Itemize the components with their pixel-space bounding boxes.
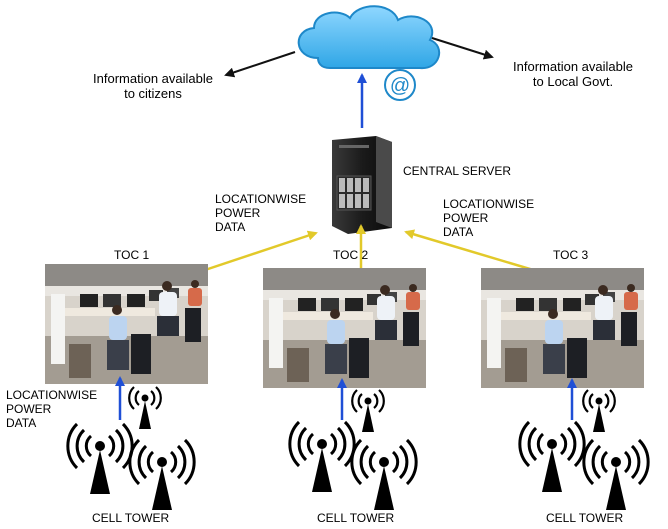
info-govt-label: Information available to Local Govt.	[513, 59, 633, 89]
toc3-label: TOC 3	[553, 248, 589, 262]
cell-tower-icon	[350, 438, 418, 512]
cell-tower-icon	[66, 422, 134, 496]
cell-tower-label-3: CELL TOWER	[546, 511, 624, 525]
central-server-label: CENTRAL SERVER	[403, 164, 512, 178]
at-sign-icon: @	[384, 69, 416, 101]
arrow-to-govt	[431, 37, 494, 60]
cell-tower-icon	[128, 385, 162, 431]
info-citizens-label: Information available to citizens	[93, 71, 213, 101]
cloud-icon	[297, 5, 441, 70]
cell-tower-icon	[582, 388, 616, 434]
toc1-label: TOC 1	[114, 248, 150, 262]
server-tower-icon	[332, 136, 392, 234]
cell-tower-icon	[582, 438, 650, 512]
cell-tower-label-1: CELL TOWER	[92, 511, 170, 525]
cell-tower-icon	[128, 438, 196, 512]
power-data-bottom-label: LOCATIONWISE POWER DATA	[6, 388, 98, 430]
toc2-label: TOC 2	[333, 248, 369, 262]
cell-tower-label-2: CELL TOWER	[317, 511, 395, 525]
arrow-to-citizens	[224, 51, 296, 78]
cell-tower-icon	[288, 420, 356, 494]
cell-tower-icon	[351, 388, 385, 434]
toc1-photo	[45, 264, 208, 384]
arrow-toc3-to-server	[404, 229, 541, 274]
toc3-photo	[481, 268, 644, 388]
toc2-photo	[263, 268, 426, 388]
svg-text:@: @	[390, 75, 410, 97]
power-data-left-label: LOCATIONWISE POWER DATA	[215, 192, 307, 234]
cell-tower-icon	[518, 420, 586, 494]
power-data-right-label: LOCATIONWISE POWER DATA	[443, 197, 535, 239]
